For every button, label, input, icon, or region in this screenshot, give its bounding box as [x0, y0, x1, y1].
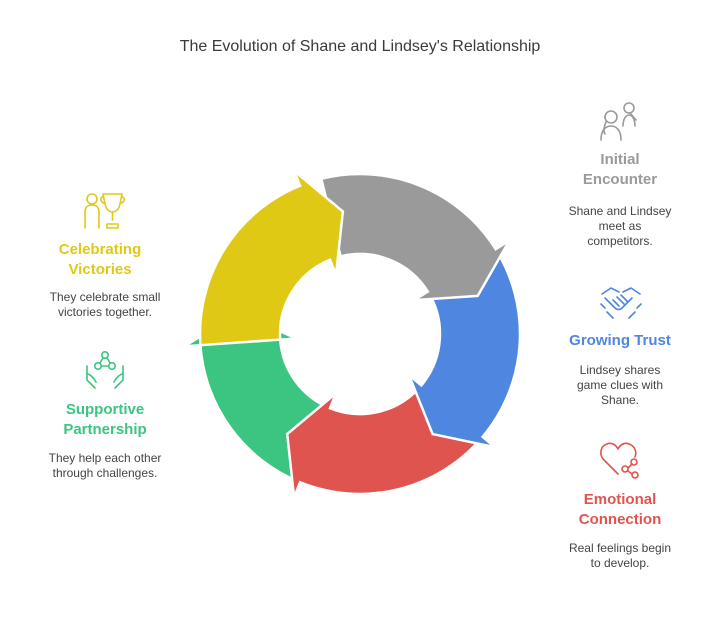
supportive-partnership-description: They help each other through challenges.: [48, 451, 162, 480]
celebrating-victories-title: Celebrating Victories: [58, 241, 142, 278]
two-people-icon: [600, 102, 637, 141]
celebrating-victories-description: They celebrate small victories together.: [49, 290, 161, 319]
emotional-connection-description: Real feelings begin to develop.: [568, 541, 672, 570]
emotional-connection-title: Emotional Connection: [578, 491, 662, 528]
initial-encounter-arrow: [319, 172, 511, 302]
person-trophy-icon: [84, 193, 125, 229]
initial-encounter-description: Shane and Lindsey meet as competitors.: [568, 204, 672, 248]
growing-trust-title: Growing Trust: [569, 332, 671, 349]
heart-network-icon: [600, 442, 639, 479]
growing-trust-description: Lindsey shares game clues with Shane.: [576, 363, 664, 407]
page-title: The Evolution of Shane and Lindsey's Rel…: [179, 38, 541, 55]
celebrating-arrow: [198, 169, 345, 347]
hands-people-icon: [86, 350, 124, 389]
supportive-partnership-title: Supportive Partnership: [63, 401, 147, 438]
handshake-icon: [600, 287, 642, 319]
initial-encounter-title: Initial Encounter: [582, 151, 658, 188]
